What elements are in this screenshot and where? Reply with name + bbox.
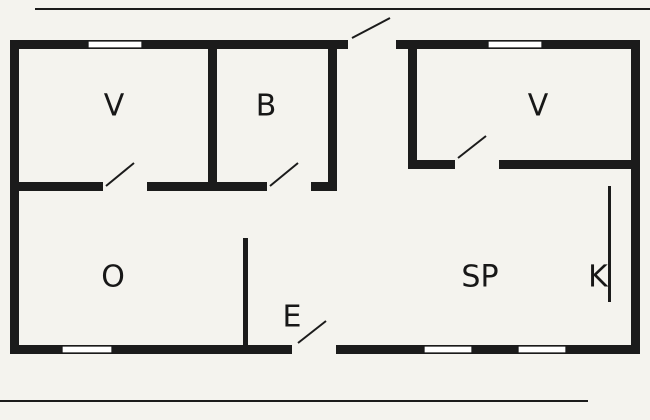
- interior-wall-left-segment-1: [10, 182, 103, 191]
- window-top-right: [487, 40, 543, 49]
- outer-wall-left: [10, 40, 19, 354]
- door-swing-bottom-entrance: [297, 320, 327, 344]
- partition-o-e: [243, 238, 248, 354]
- door-swing-top-entrance: [351, 17, 391, 39]
- room-label-k: K: [588, 260, 609, 295]
- door-swing-b: [269, 162, 299, 187]
- room-label-b: B: [256, 89, 277, 124]
- window-bottom-mid: [423, 345, 473, 354]
- door-swing-v-right: [457, 135, 487, 159]
- outer-wall-bottom-left-segment: [10, 345, 292, 354]
- outer-wall-bottom-right-segment: [336, 345, 640, 354]
- interior-wall-hall-vright: [408, 40, 417, 169]
- interior-wall-left-segment-2: [147, 182, 267, 191]
- room-label-v-right: V: [528, 89, 549, 124]
- interior-wall-left-segment-3: [311, 182, 337, 191]
- window-bottom-right: [517, 345, 567, 354]
- room-label-e: E: [283, 300, 302, 335]
- outer-wall-right: [631, 40, 640, 354]
- interior-wall-right-segment-2: [499, 160, 640, 169]
- window-top-left: [87, 40, 143, 49]
- room-label-v-left: V: [104, 89, 125, 124]
- room-label-o: O: [101, 260, 125, 295]
- window-bottom-left: [61, 345, 113, 354]
- interior-wall-b-hall: [328, 40, 337, 191]
- interior-wall-v-b: [208, 40, 217, 191]
- outer-wall-top-left-segment: [10, 40, 348, 49]
- door-swing-v-left: [105, 162, 135, 187]
- interior-wall-right-segment-1: [408, 160, 455, 169]
- room-label-sp: SP: [461, 260, 498, 295]
- partition-k: [608, 186, 611, 302]
